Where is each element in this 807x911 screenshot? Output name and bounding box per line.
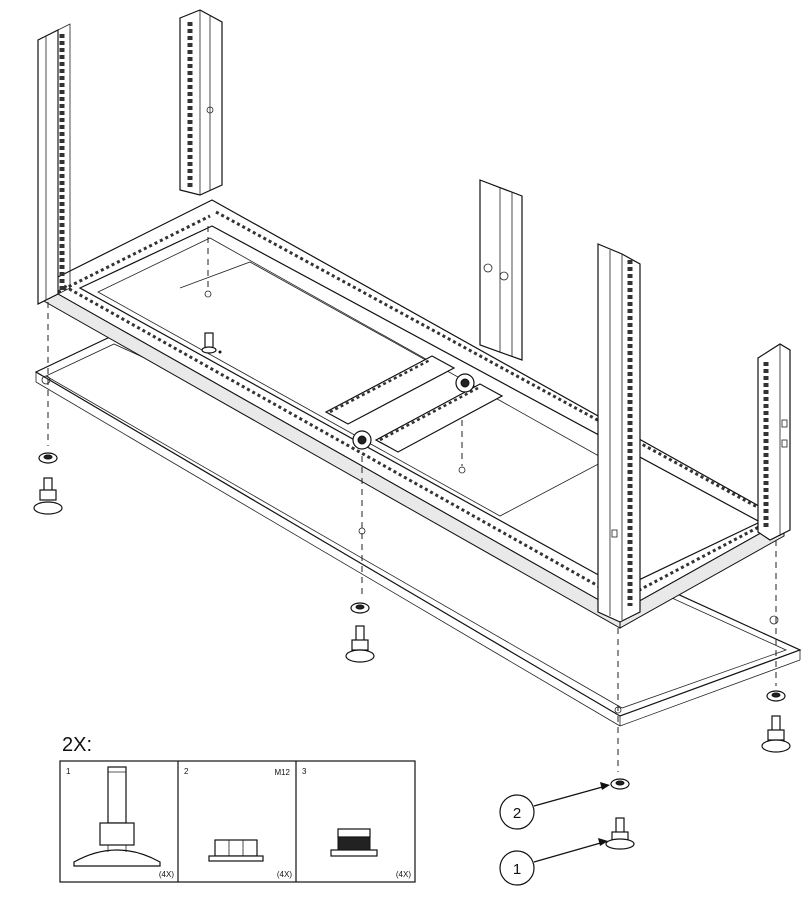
part-1-qty: (4X) <box>159 870 174 879</box>
part-cell-3: 3 (4X) <box>302 767 411 879</box>
part-2-index: 2 <box>184 767 189 776</box>
parts-legend: 2X: 1 (4X) 2 M12 (4X) <box>59 734 416 883</box>
part-cell-1: 1 (4X) <box>66 766 174 879</box>
leveling-foot-icon <box>73 766 161 867</box>
parts-header: 2X: <box>62 734 92 756</box>
callout-2-label: 2 <box>513 805 521 822</box>
upright-back-left <box>37 23 71 305</box>
foot-assembly-front <box>605 778 635 850</box>
upright-front-right <box>597 243 641 623</box>
part-3-qty: (4X) <box>396 870 411 879</box>
alignment-lines <box>47 226 777 772</box>
callout-1-label: 1 <box>513 861 521 878</box>
part-2-qty: (4X) <box>277 870 292 879</box>
cap-icon <box>330 828 378 857</box>
callout-2: 2 <box>499 782 610 830</box>
part-cell-2: 2 M12 (4X) <box>184 767 292 879</box>
part-2-size: M12 <box>274 768 290 777</box>
foot-assembly-left <box>33 452 63 515</box>
hex-nut-icon <box>208 839 264 862</box>
upright-back-middle <box>179 9 223 196</box>
upright-rear-right <box>479 179 523 361</box>
part-1-index: 1 <box>66 767 71 776</box>
foot-assembly-middle <box>345 602 375 663</box>
callout-1: 1 <box>499 838 608 886</box>
part-3-index: 3 <box>302 767 307 776</box>
foot-assembly-right <box>761 690 791 753</box>
upright-side-right <box>757 343 791 541</box>
